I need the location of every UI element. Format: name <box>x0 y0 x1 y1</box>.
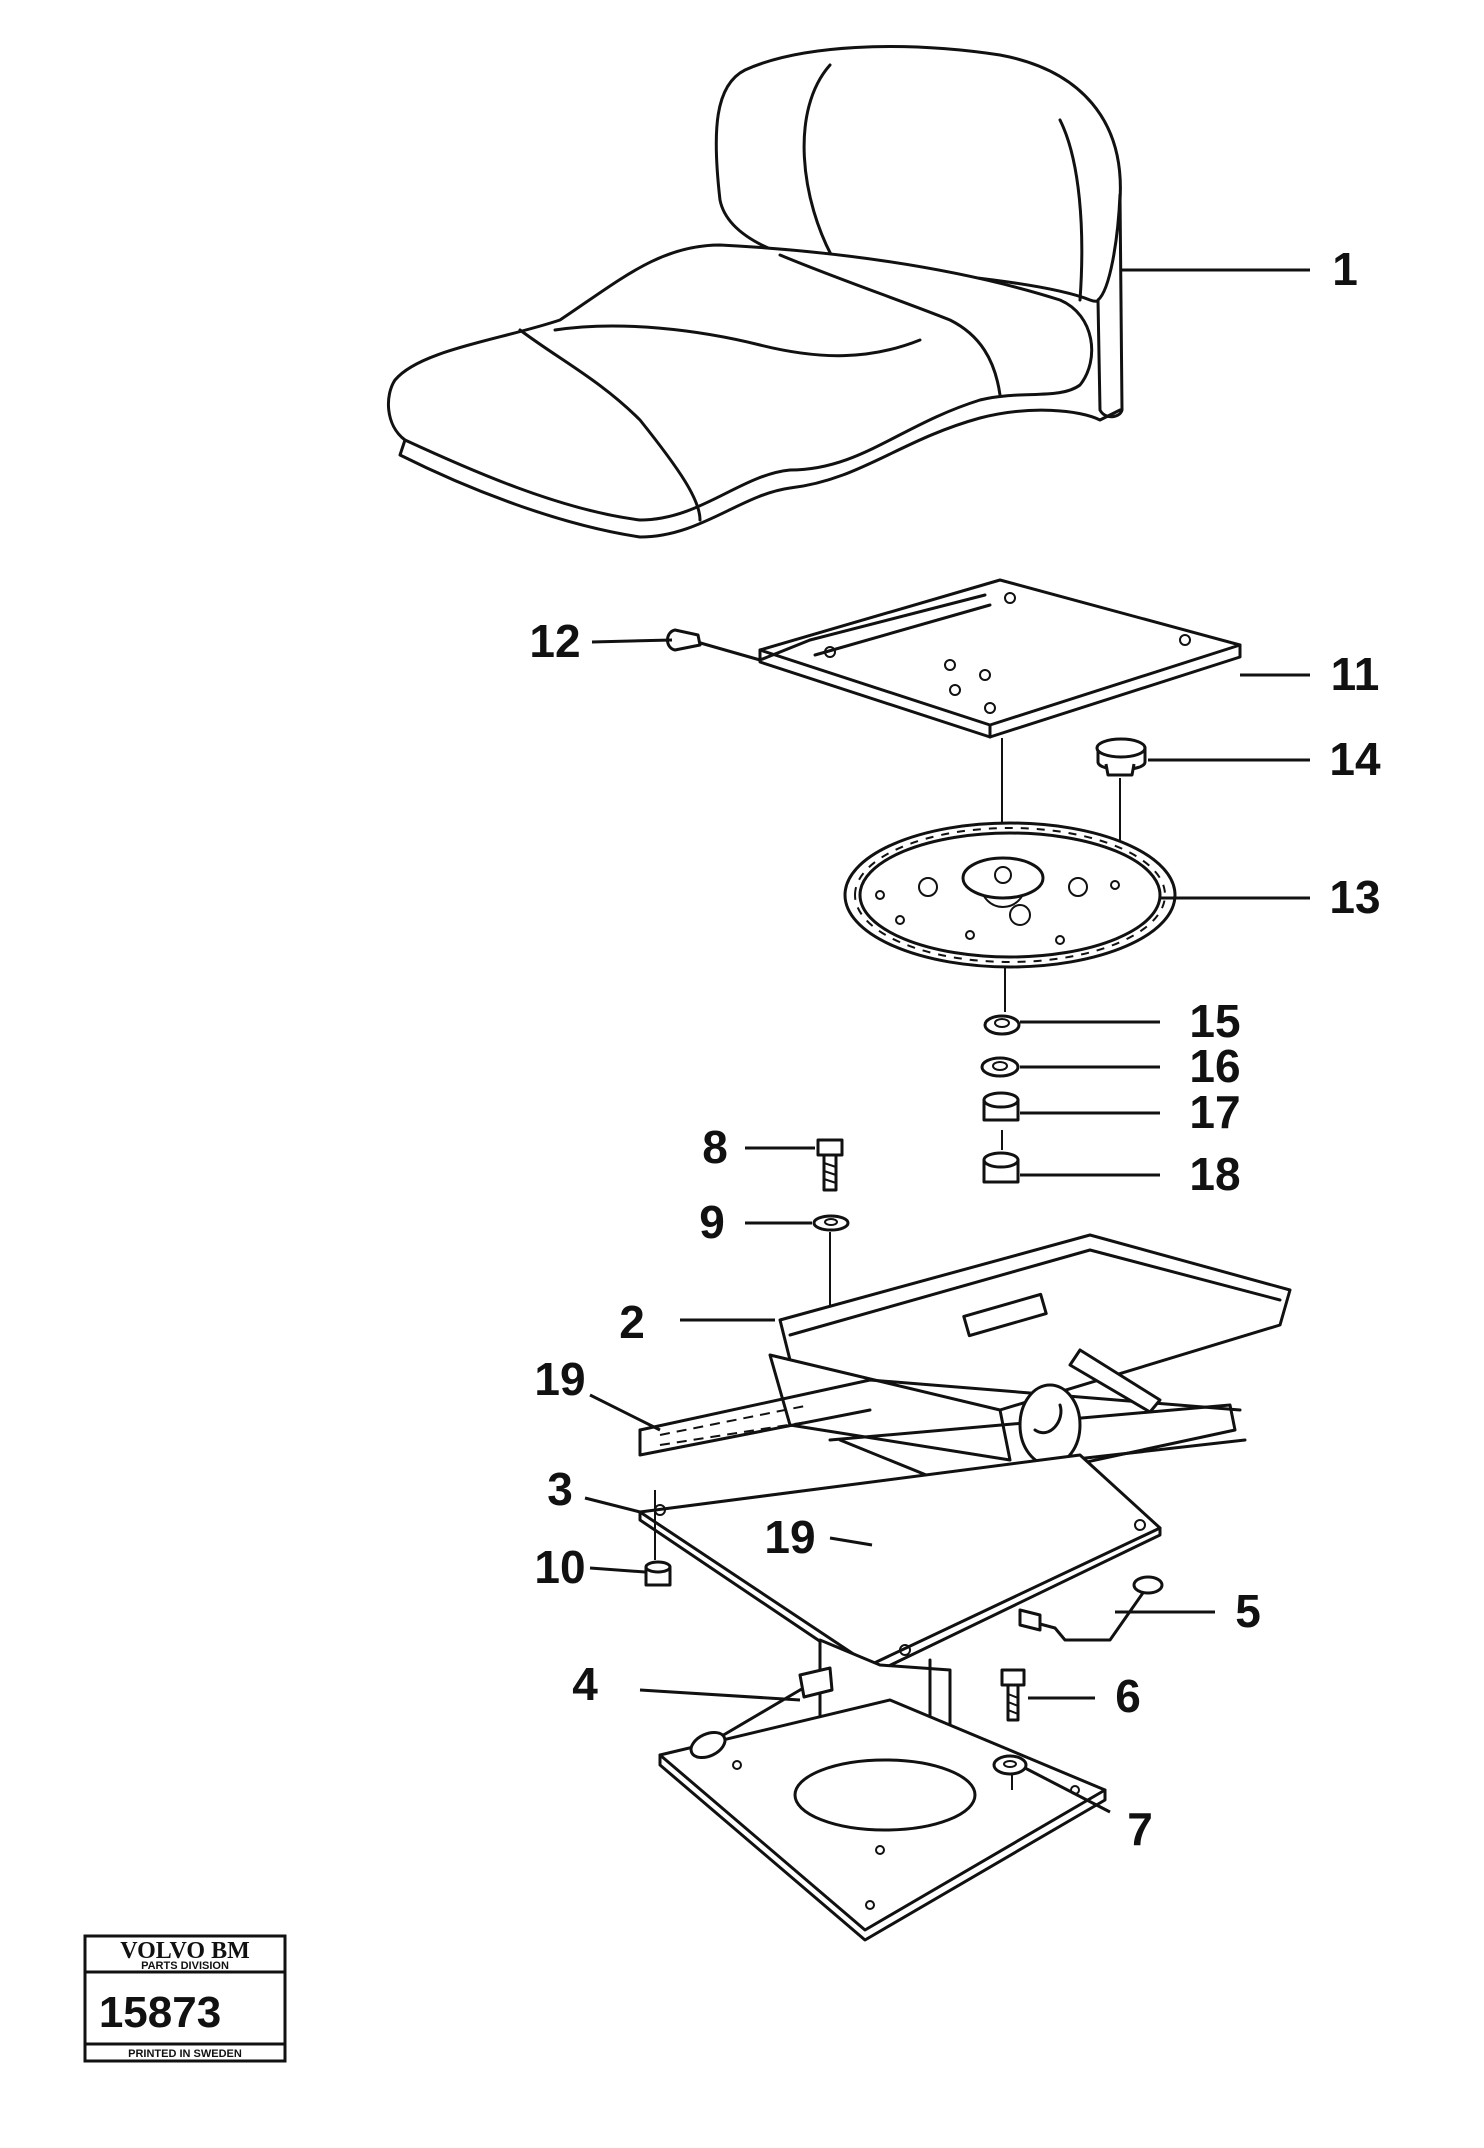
crank-handle-part <box>1018 1575 1164 1642</box>
label-6: 6 <box>1115 1670 1141 1722</box>
volvo-bm-parts-stamp: VOLVO BM PARTS DIVISION 15873 PRINTED IN… <box>83 1934 287 2063</box>
stamp-footer: PRINTED IN SWEDEN <box>128 2048 242 2060</box>
cap-nut-part <box>1095 737 1147 777</box>
suspension-mechanism-part <box>638 1233 1292 1550</box>
label-14: 14 <box>1329 733 1381 785</box>
label-19-lower: 19 <box>764 1511 815 1563</box>
nut-part-10 <box>644 1560 672 1587</box>
label-18: 18 <box>1189 1148 1240 1200</box>
nut-part-17 <box>982 1091 1020 1122</box>
label-19-upper: 19 <box>534 1353 585 1405</box>
label-11: 11 <box>1331 648 1380 700</box>
label-13: 13 <box>1329 871 1380 923</box>
seat-cushion-part <box>386 45 1124 539</box>
label-8: 8 <box>702 1121 728 1173</box>
label-4: 4 <box>572 1658 598 1710</box>
washer-part-9 <box>812 1214 850 1232</box>
label-1: 1 <box>1332 243 1358 295</box>
stamp-division: PARTS DIVISION <box>141 1960 229 1972</box>
mounting-plate-part <box>758 578 1242 739</box>
label-12: 12 <box>529 615 580 667</box>
label-10: 10 <box>534 1541 585 1593</box>
label-5: 5 <box>1235 1585 1261 1637</box>
bolt-part-8 <box>816 1138 844 1192</box>
pedestal-column-part <box>658 1638 1107 1942</box>
washer-part-15 <box>983 1014 1021 1036</box>
washer-part-16 <box>980 1056 1020 1078</box>
label-16: 16 <box>1189 1040 1240 1092</box>
adjustment-lever-part <box>666 628 812 662</box>
height-lever-part <box>689 1666 834 1760</box>
bolt-part-6 <box>1000 1668 1026 1722</box>
stamp-brand: VOLVO BM <box>120 1938 250 1964</box>
label-15: 15 <box>1189 995 1240 1047</box>
stamp-number: 15873 <box>99 1988 221 2037</box>
label-2: 2 <box>619 1296 645 1348</box>
label-9: 9 <box>699 1196 725 1248</box>
label-7: 7 <box>1127 1803 1153 1855</box>
gear-disc-part <box>843 821 1177 969</box>
base-plate-part <box>638 1453 1162 1677</box>
washer-part-7 <box>992 1754 1028 1790</box>
nut-part-18 <box>982 1151 1020 1184</box>
label-17: 17 <box>1189 1086 1240 1138</box>
label-3: 3 <box>547 1463 573 1515</box>
